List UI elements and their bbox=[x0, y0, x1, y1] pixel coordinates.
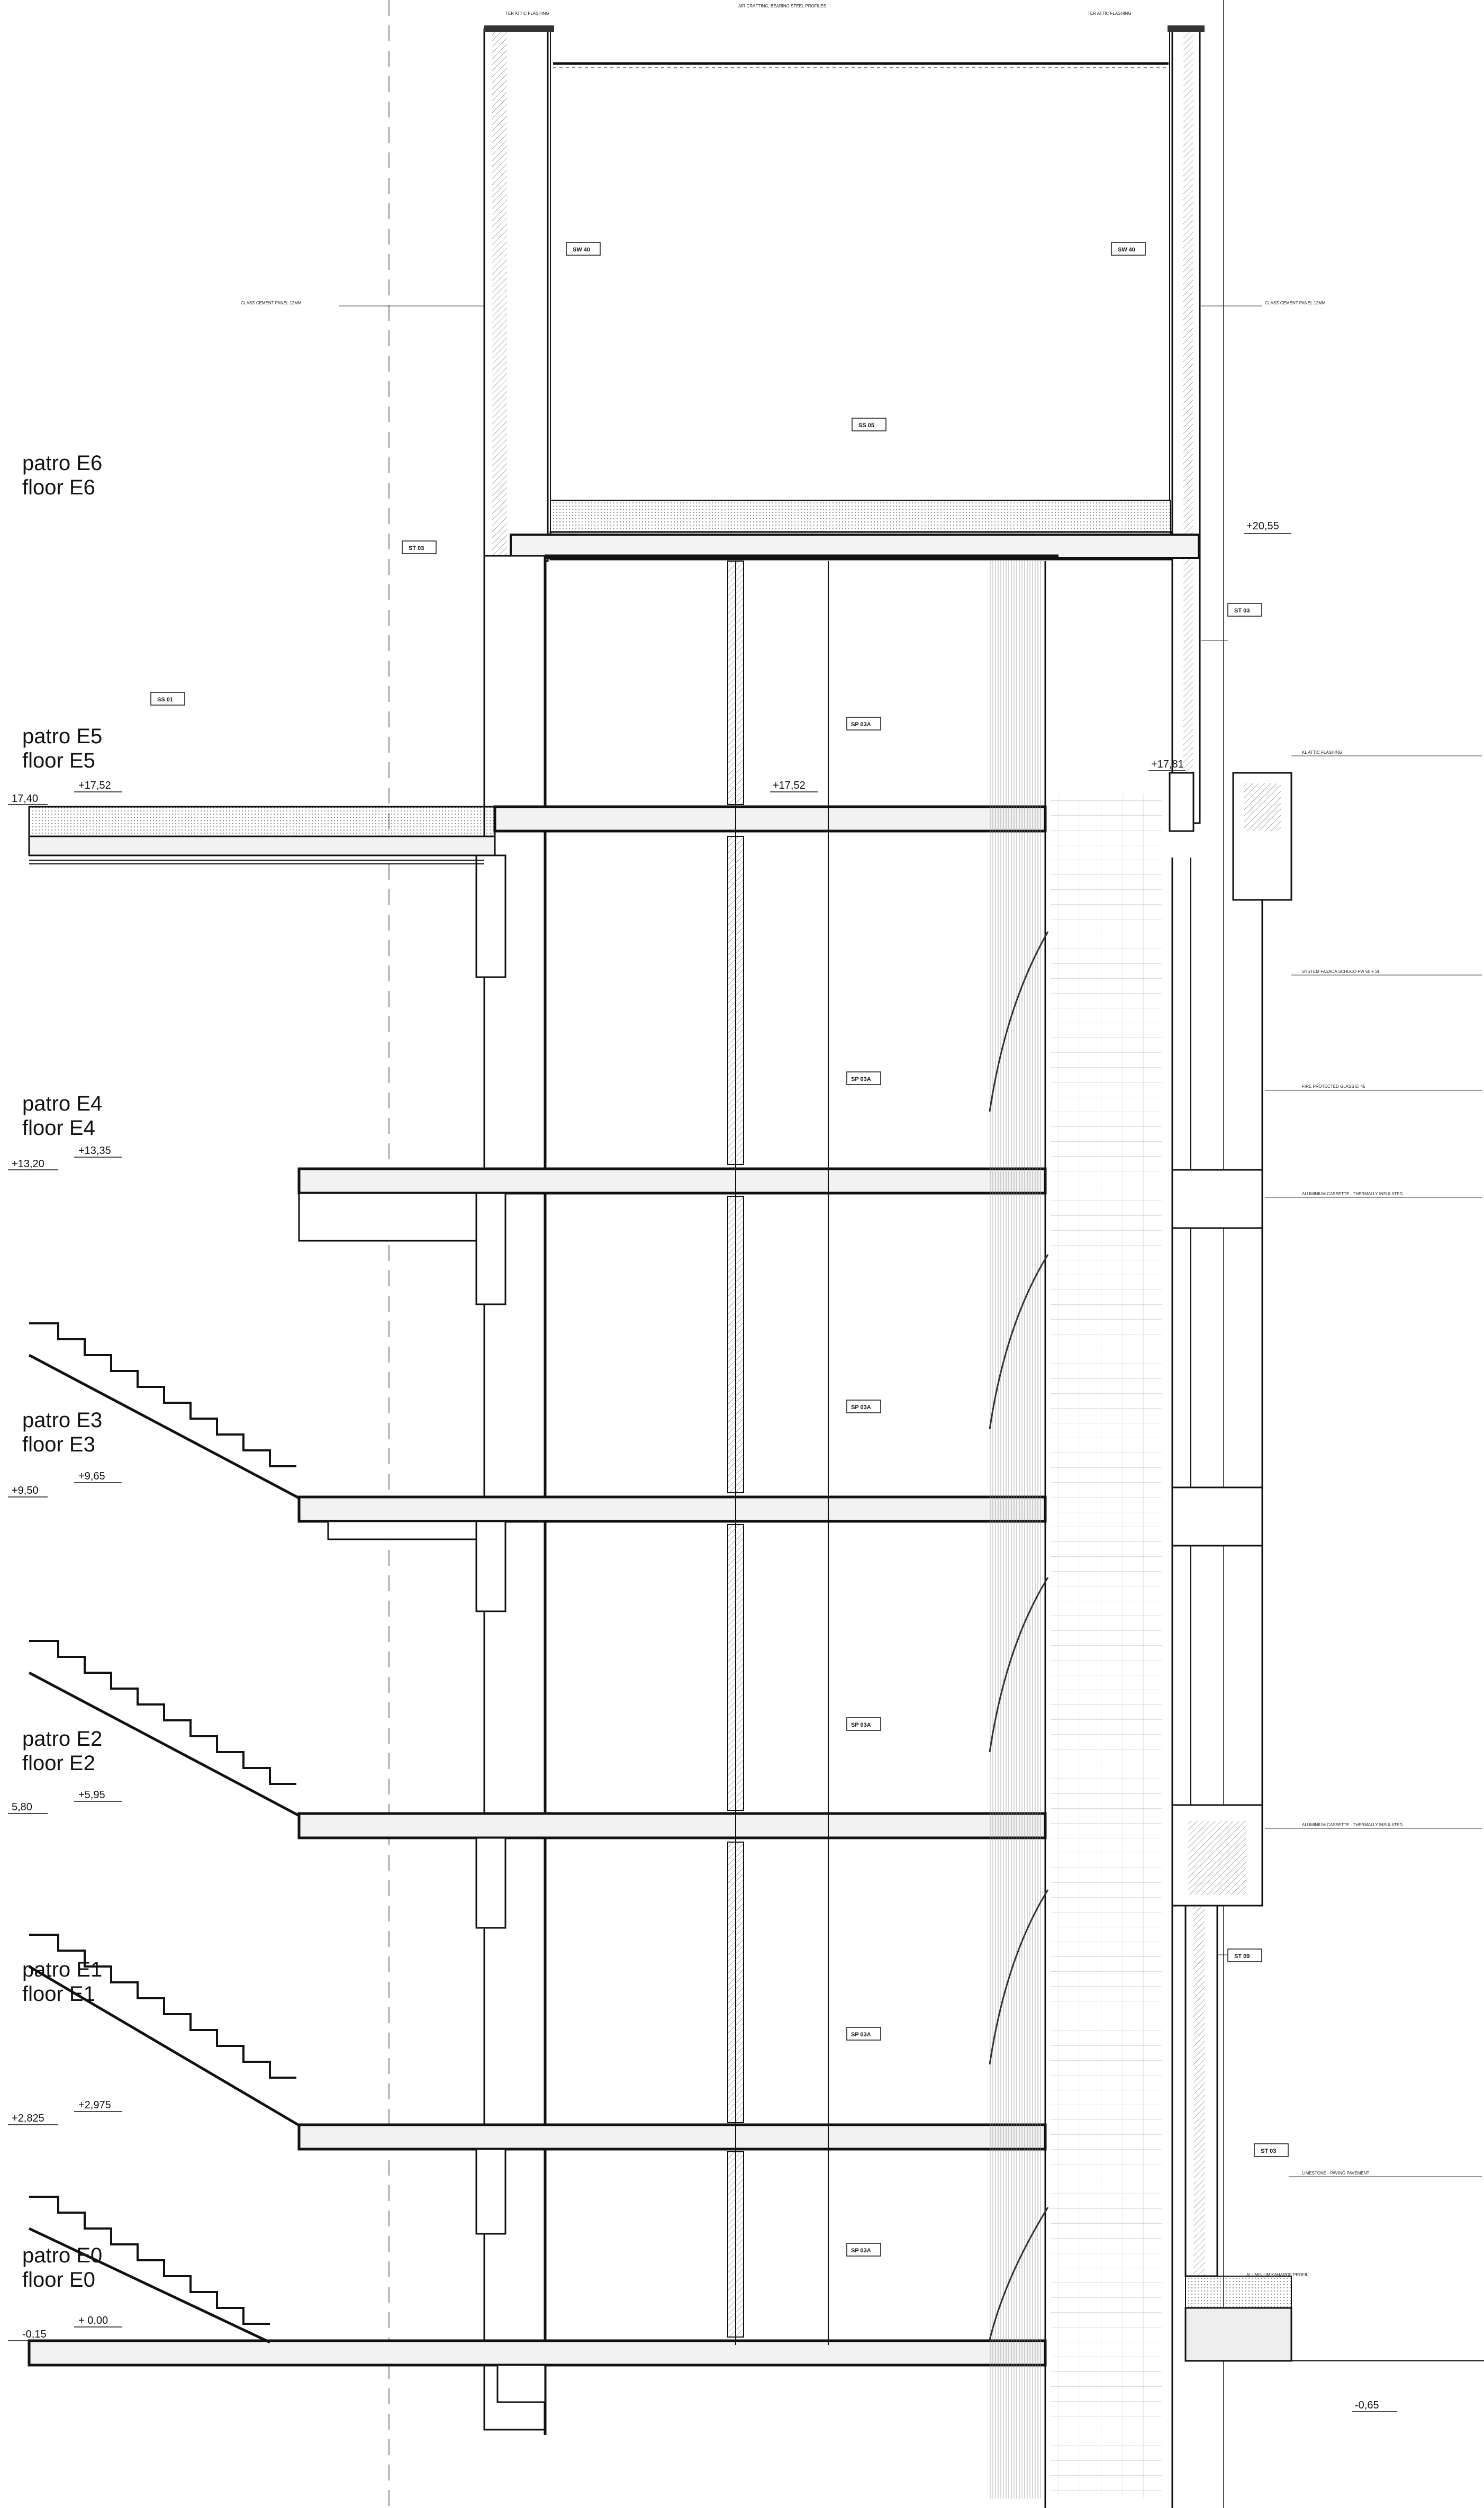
right-facade bbox=[1169, 772, 1484, 2508]
level-e2-right: +5,95 bbox=[78, 1789, 105, 1801]
floor-label-cz: patro E6 bbox=[22, 452, 103, 475]
floor-label-e4: patro E4 floor E4 bbox=[22, 1091, 102, 1140]
material-tags bbox=[150, 242, 1289, 2257]
note-alu-cassette-low: ALUMINIUM CASSETTE - THERMALLY INSULATED bbox=[1302, 1823, 1402, 1827]
note-limestone: LIMESTONE - PAVING PAVEMENT bbox=[1302, 2171, 1369, 2176]
level-markers: +20,55 +17,81 17,40 +17,52 +17,52 +13,20… bbox=[12, 520, 1379, 2411]
note-kl-attic: KL ATTIC FLASHING bbox=[1302, 750, 1342, 755]
tag-sp-e3: SP 03A bbox=[851, 1404, 871, 1411]
level-e3-left: +9,50 bbox=[12, 1485, 39, 1496]
floor-label-cz: patro E2 bbox=[22, 1727, 103, 1751]
tag-ss05: SS 05 bbox=[858, 422, 874, 429]
floor-label-en: floor E3 bbox=[22, 1433, 95, 1456]
level-e2-left: 5,80 bbox=[12, 1801, 32, 1813]
left-stairs bbox=[28, 1322, 300, 2344]
level-e1-left: +2,825 bbox=[12, 2113, 44, 2124]
beams bbox=[475, 854, 506, 2235]
floor-label-e6: patro E6 floor E6 bbox=[22, 451, 102, 500]
level-e3-right: +9,65 bbox=[78, 1470, 105, 1482]
floor-label-en: floor E0 bbox=[22, 2268, 95, 2292]
tag-st09: ST 09 bbox=[1234, 1953, 1250, 1960]
note-roof-top: AIR CRAFTING, BEARING STEEL PROFILES bbox=[738, 4, 826, 8]
atrium-glazing bbox=[990, 561, 1043, 2498]
tag-ss01: SS 01 bbox=[157, 697, 173, 703]
level-e5-a: +17,52 bbox=[78, 780, 111, 791]
level-e5-left: 17,40 bbox=[12, 793, 38, 805]
note-attic-left: TER ATTIC FLASHING bbox=[505, 11, 549, 16]
level-e0-right: + 0,00 bbox=[78, 2315, 108, 2326]
material-tag-labels: SW 40 SW 40 SS 05 ST 03 ST 03 SS 01 SP 0… bbox=[157, 247, 1276, 2254]
tag-sp-e2: SP 03A bbox=[851, 1722, 871, 1728]
canopy bbox=[29, 860, 484, 974]
floor-label-e5: patro E5 floor E5 bbox=[22, 724, 102, 773]
note-alu-bottom: ALUMINIUM KAHAROF PROFIL bbox=[1246, 2272, 1308, 2277]
floor-label-e2: patro E2 floor E2 bbox=[22, 1727, 102, 1775]
level-top: +20,55 bbox=[1246, 520, 1279, 532]
note-glass-panel-left: GLASS CEMENT PANEL 12MM bbox=[241, 301, 302, 305]
level-marker-lines bbox=[8, 533, 1397, 2412]
level-e5-b: +17,52 bbox=[773, 780, 806, 791]
tag-st03-left: ST 03 bbox=[409, 545, 424, 552]
level-ground: -0,65 bbox=[1355, 2399, 1379, 2411]
spiral-stair bbox=[1051, 794, 1162, 2498]
core-column bbox=[483, 554, 1058, 2435]
level-e1-right: +2,975 bbox=[78, 2099, 111, 2111]
tag-st03-low: ST 03 bbox=[1261, 2148, 1276, 2154]
level-e4-left: +13,20 bbox=[12, 1158, 44, 1170]
floor-label-en: floor E6 bbox=[22, 476, 95, 499]
floor-label-e3: patro E3 floor E3 bbox=[22, 1408, 102, 1457]
tag-sp-e5: SP 03A bbox=[851, 721, 871, 728]
note-glass-panel-right: GLASS CEMENT PANEL 12MM bbox=[1265, 301, 1326, 305]
spec-notes: TER ATTIC FLASHING TER ATTIC FLASHING AI… bbox=[241, 4, 1402, 2277]
floor-label-en: floor E5 bbox=[22, 749, 95, 772]
partitions bbox=[727, 561, 829, 2345]
note-facade-system: SYSTEM FASADA SCHUCO FW 50 + SI bbox=[1302, 969, 1379, 974]
tag-sp-e4: SP 03A bbox=[851, 1076, 871, 1082]
attic-structure bbox=[483, 25, 1205, 824]
note-attic-right: TER ATTIC FLASHING bbox=[1088, 11, 1132, 16]
level-attic: +17,81 bbox=[1151, 759, 1184, 770]
floor-label-cz: patro E3 bbox=[22, 1409, 103, 1432]
floor-label-cz: patro E4 bbox=[22, 1092, 103, 1115]
tag-st03-right: ST 03 bbox=[1234, 608, 1250, 614]
leader-lines bbox=[339, 305, 1482, 2177]
floor-label-en: floor E2 bbox=[22, 1752, 95, 1775]
level-e4-right: +13,35 bbox=[78, 1145, 111, 1157]
tag-sw-right: SW 40 bbox=[1118, 247, 1135, 253]
floor-label-en: floor E4 bbox=[22, 1116, 95, 1140]
tag-sp-e1: SP 03A bbox=[851, 2032, 871, 2038]
tag-sw-left: SW 40 bbox=[573, 247, 590, 253]
note-alu-cassette: ALUMINIUM CASSETTE - THERMALLY INSULATED bbox=[1302, 1192, 1402, 1196]
floor-label-cz: patro E5 bbox=[22, 725, 103, 748]
tag-sp-e0: SP 03A bbox=[851, 2248, 871, 2254]
note-fire-glass: FIRE PROTECTED GLASS EI 45 bbox=[1302, 1084, 1365, 1089]
stair-curves bbox=[989, 931, 1049, 2340]
floor-label-en: floor E1 bbox=[22, 1982, 95, 2006]
floor-label-e0: patro E0 floor E0 bbox=[22, 2243, 102, 2292]
level-e0-left: -0,15 bbox=[22, 2329, 47, 2340]
